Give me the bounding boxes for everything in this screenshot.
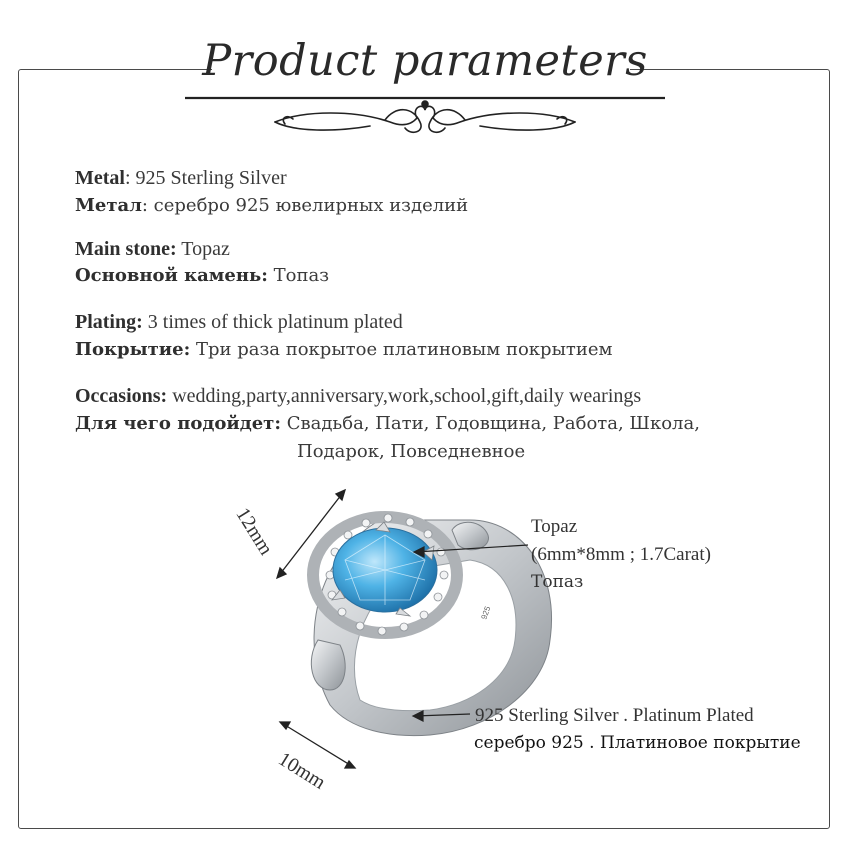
- stone-name-ru: Топаз: [531, 572, 584, 592]
- spec-stone-ru: Основной камень: Топаз: [75, 264, 329, 288]
- spec-metal-value-ru: : серебро 925 ювелирных изделий: [141, 195, 469, 216]
- spec-occasions: Occasions: wedding,party,anniversary,wor…: [75, 384, 641, 408]
- dimension-arrows: [275, 488, 357, 769]
- spec-plating-value: 3 times of thick platinum plated: [142, 311, 403, 333]
- spec-plating-label: Plating:: [75, 311, 143, 333]
- spec-metal-label-ru: Метал: [75, 195, 142, 216]
- topaz-stone: [331, 521, 438, 617]
- hallmark-text: 925: [479, 605, 492, 621]
- stone-name: Topaz: [531, 516, 578, 537]
- stone-size: (6mm*8mm ; 1.7Carat): [531, 544, 711, 565]
- band-material: 925 Sterling Silver . Platinum Plated: [475, 705, 754, 726]
- spec-plating-label-ru: Покрытие:: [75, 339, 191, 360]
- spec-stone-value-ru: Топаз: [267, 265, 330, 286]
- spec-stone: Main stone: Topaz: [75, 237, 230, 261]
- spec-metal: Metal: 925 Sterling Silver: [75, 166, 287, 190]
- page-title: Product parameters: [202, 36, 648, 86]
- title-mask: [212, 60, 630, 80]
- spec-stone-label-ru: Основной камень:: [75, 265, 268, 286]
- callout-arrows: [411, 544, 529, 722]
- spec-occasions-value-ru: Свадьба, Пати, Годовщина, Работа, Школа,: [280, 413, 700, 434]
- spec-metal-ru: Метал: серебро 925 ювелирных изделий: [75, 194, 468, 218]
- spec-metal-label: Metal: [75, 167, 125, 189]
- spec-occasions-value: wedding,party,anniversary,work,school,gi…: [167, 385, 642, 407]
- spec-occasions-ru: Для чего подойдет: Свадьба, Пати, Годовщ…: [75, 412, 700, 436]
- spec-occasions-label: Occasions:: [75, 385, 168, 407]
- band-material-ru: серебро 925 . Платиновое покрытие: [474, 733, 801, 753]
- spec-plating-value-ru: Три раза покрытое платиновым покрытием: [190, 339, 613, 360]
- spec-occasions-ru-cont: Подарок, Повседневное: [297, 441, 526, 462]
- spec-occasions-label-ru: Для чего подойдет:: [75, 413, 281, 434]
- spec-metal-value: : 925 Sterling Silver: [124, 167, 287, 189]
- spec-stone-value: Topaz: [176, 238, 230, 260]
- ring-halo: [307, 511, 463, 639]
- flourish-ornament-icon: [185, 96, 665, 134]
- spec-plating-ru: Покрытие: Три раза покрытое платиновым п…: [75, 338, 613, 362]
- spec-plating: Plating: 3 times of thick platinum plate…: [75, 310, 403, 334]
- spec-stone-label: Main stone:: [75, 238, 177, 260]
